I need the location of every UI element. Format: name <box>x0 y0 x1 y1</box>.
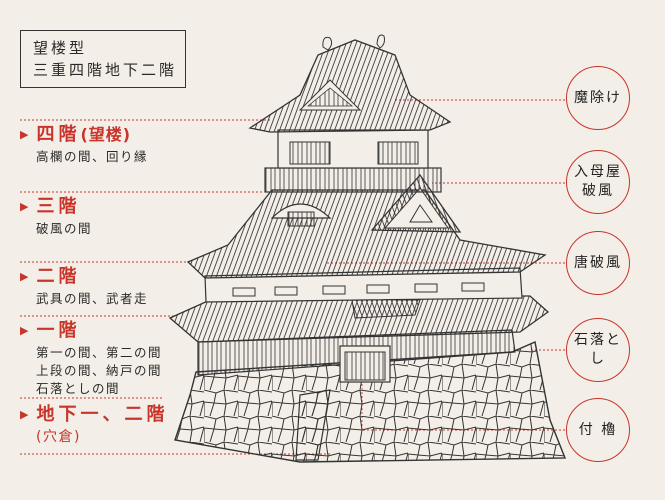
triangle-icon: ▶ <box>20 270 33 283</box>
floor-description: 武具の間、武者走 <box>36 291 149 306</box>
floor-label-basement: ▶地下一、二階 (穴倉) <box>20 404 168 446</box>
floor-label-3: ▶三階 破風の間 <box>20 196 92 238</box>
callout-irimoya-hafu: 入母屋 破風 <box>566 150 630 214</box>
floor-title: 二階 <box>36 266 81 287</box>
floor-title: 地下一、二階 <box>36 404 169 425</box>
floor-description: 上段の間、納戸の間 <box>36 363 163 378</box>
triangle-icon: ▶ <box>20 324 33 337</box>
callout-ishiotoshi: 石落とし <box>566 318 630 382</box>
first-floor <box>197 329 516 383</box>
roof-top <box>248 34 452 133</box>
floor-description: 高欄の間、回り縁 <box>36 149 149 164</box>
floor-label-1: ▶一階 第一の間、第二の間 上段の間、納戸の間 石落としの間 <box>20 320 162 398</box>
floor-title: 四階 <box>36 124 81 145</box>
floor-description: 石落としの間 <box>36 381 121 396</box>
floor-title: 一階 <box>36 320 81 341</box>
triangle-icon: ▶ <box>20 408 33 421</box>
callout-label: 唐破風 <box>574 254 622 271</box>
castle-type-box: 望楼型 三重四階地下二階 <box>20 30 186 88</box>
callout-kara-hafu: 唐破風 <box>566 231 630 295</box>
stone-base <box>174 341 567 463</box>
floor-label-4: ▶四階(望楼) 高欄の間、回り縁 <box>20 124 148 166</box>
upper-floors <box>264 129 442 193</box>
floor-title-paren: (望楼) <box>80 125 132 144</box>
callout-tsuke-yagura: 付 櫓 <box>566 398 630 462</box>
triangle-icon: ▶ <box>20 128 33 141</box>
callout-label: 入母屋 破風 <box>574 164 622 199</box>
floor-description: 第一の間、第二の間 <box>36 345 163 360</box>
floor-description: (穴倉) <box>36 429 81 445</box>
floor-description: 破風の間 <box>36 221 93 236</box>
floor-title: 三階 <box>36 196 81 217</box>
callout-amulet: 魔除け <box>566 66 630 130</box>
castle-structure: 三重四階地下二階 <box>33 61 178 79</box>
callout-label: 石落とし <box>574 332 622 367</box>
castle-type: 望楼型 <box>33 39 88 57</box>
floor-label-2: ▶二階 武具の間、武者走 <box>20 266 148 308</box>
triangle-icon: ▶ <box>20 200 33 213</box>
callout-label: 魔除け <box>574 89 622 106</box>
callout-label: 付 櫓 <box>578 421 618 438</box>
roof-2 <box>186 173 547 279</box>
